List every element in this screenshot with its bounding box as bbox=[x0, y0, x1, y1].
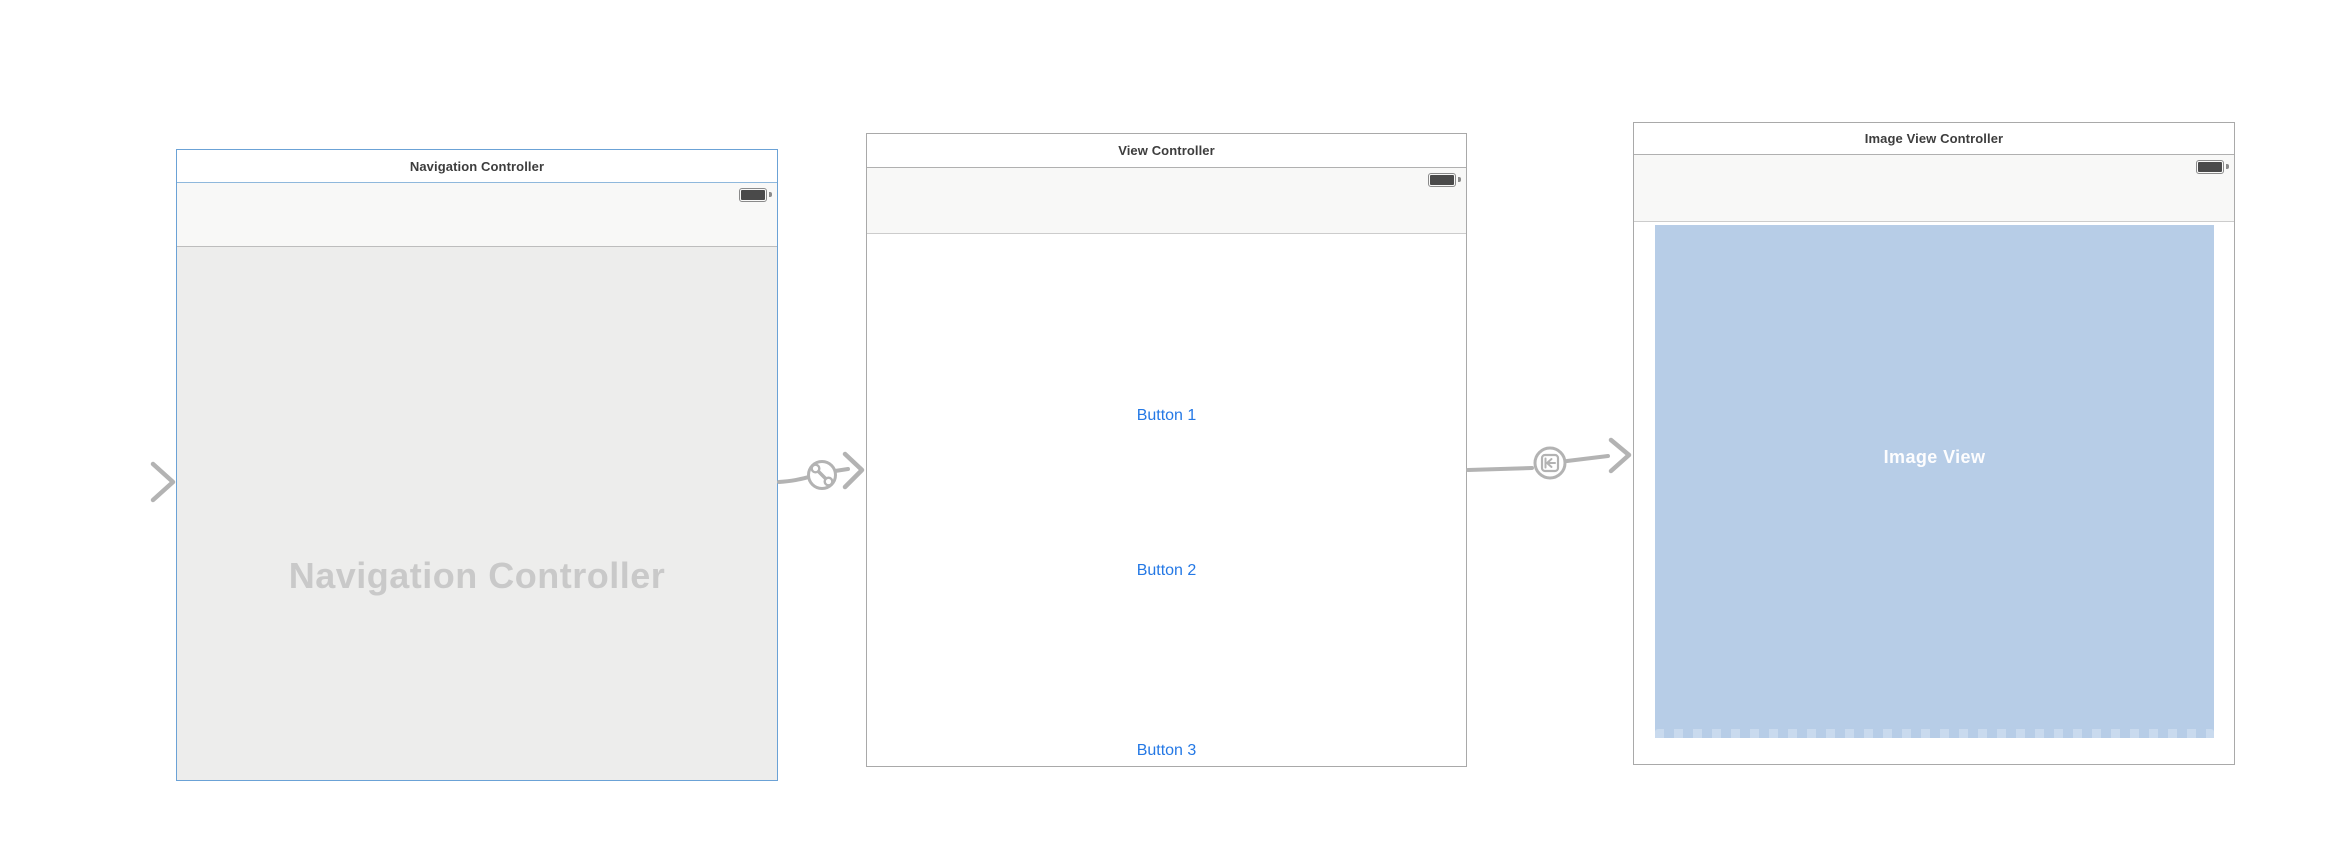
show-segue[interactable] bbox=[1466, 437, 1632, 480]
scene-image-view-controller[interactable]: Image View Controller Image View bbox=[1633, 122, 2235, 765]
status-bar-area bbox=[1634, 155, 2234, 222]
view-controller-view[interactable]: Button 1 Button 2 Button 3 bbox=[867, 234, 1466, 766]
image-view-controller-view[interactable]: Image View bbox=[1634, 222, 2234, 764]
relationship-segue[interactable] bbox=[777, 451, 865, 490]
scene-title: Image View Controller bbox=[1864, 131, 2004, 146]
image-view-placeholder-label: Image View bbox=[1883, 447, 1986, 467]
scene-title: View Controller bbox=[1118, 143, 1215, 158]
button-1[interactable]: Button 1 bbox=[867, 406, 1466, 426]
initial-view-controller-arrow[interactable] bbox=[81, 461, 176, 503]
navigation-bar-area bbox=[177, 183, 777, 247]
relationship-segue-icon[interactable] bbox=[807, 460, 837, 490]
battery-icon bbox=[1428, 173, 1461, 187]
battery-icon bbox=[2196, 160, 2229, 174]
button-3[interactable]: Button 3 bbox=[867, 741, 1466, 761]
scene-titlebar-view-controller[interactable]: View Controller bbox=[867, 134, 1466, 168]
status-bar-area bbox=[867, 168, 1466, 234]
scene-title: Navigation Controller bbox=[409, 158, 545, 174]
scene-titlebar-navigation-controller[interactable]: Navigation Controller bbox=[177, 150, 777, 183]
scene-view-controller[interactable]: View Controller Button 1 Button 2 Button… bbox=[866, 133, 1467, 767]
navigation-controller-watermark: Navigation Controller bbox=[288, 555, 666, 596]
button-2[interactable]: Button 2 bbox=[867, 561, 1466, 581]
show-segue-icon[interactable] bbox=[1533, 446, 1567, 480]
navigation-controller-view[interactable]: Navigation Controller bbox=[177, 247, 777, 780]
battery-icon bbox=[739, 188, 772, 202]
image-view-bottom-pattern bbox=[1655, 729, 2214, 738]
scene-navigation-controller[interactable]: Navigation Controller Navigation Control… bbox=[176, 149, 778, 781]
scene-titlebar-image-view-controller[interactable]: Image View Controller bbox=[1634, 123, 2234, 155]
image-view[interactable]: Image View bbox=[1655, 225, 2214, 738]
